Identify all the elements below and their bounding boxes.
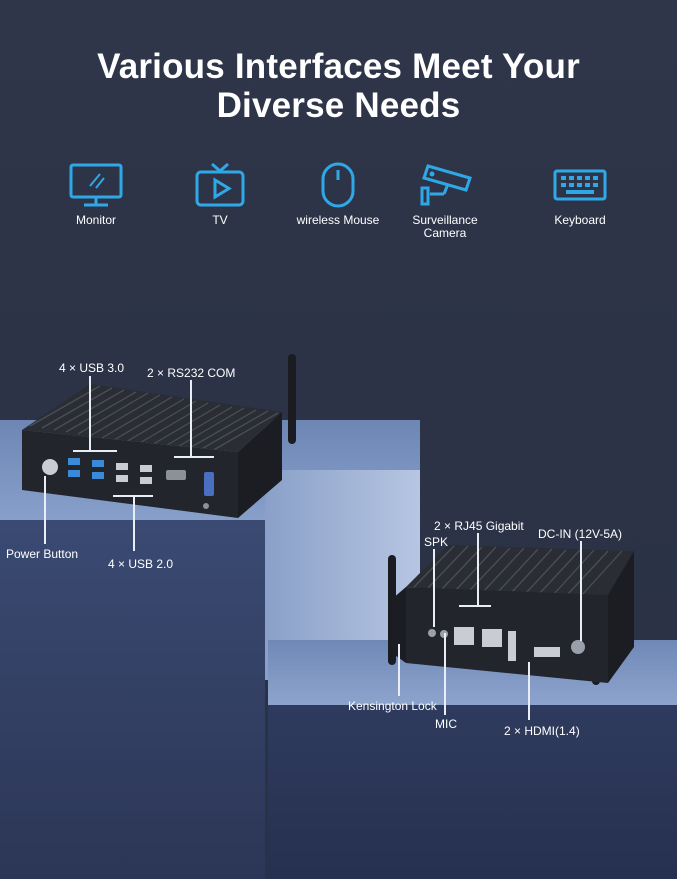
monitor-icon	[69, 163, 123, 207]
mini-pc-front-image	[22, 354, 296, 518]
tv-icon	[195, 162, 245, 207]
label-rj45: 2 × RJ45 Gigabit	[434, 519, 524, 533]
icon-label-camera-line-2: Camera	[423, 226, 467, 240]
callout-line-usb3-v	[89, 376, 91, 450]
icon-item-tv: TV	[180, 162, 260, 247]
callout-line-power	[44, 476, 46, 544]
icon-label-monitor: Monitor	[75, 213, 116, 227]
callout-line-usb3-h	[73, 450, 117, 452]
callout-line-kensington	[398, 644, 400, 696]
icon-item-keyboard: Keyboard	[540, 162, 620, 247]
pedestal-left-front	[0, 520, 265, 879]
keyboard-icon	[553, 169, 607, 201]
label-hdmi: 2 × HDMI(1.4)	[504, 724, 580, 738]
label-usb3: 4 × USB 3.0	[59, 361, 125, 375]
icon-label-tv: TV	[212, 213, 228, 227]
label-spk: SPK	[424, 535, 449, 549]
callout-line-dcin	[580, 541, 582, 641]
label-kensington: Kensington Lock	[348, 699, 437, 713]
callout-line-rs232-v	[190, 380, 192, 456]
callout-line-rs232-h	[174, 456, 214, 458]
callout-line-rj45-h	[459, 605, 491, 607]
title-line-2: Diverse Needs	[216, 86, 461, 125]
label-power-button: Power Button	[6, 547, 79, 561]
callout-line-mic	[444, 633, 446, 715]
callout-line-spk	[433, 549, 435, 627]
callout-line-rj45-v	[477, 533, 479, 605]
mouse-icon	[321, 162, 355, 208]
icon-label-camera-line-1: Surveillance	[412, 213, 478, 227]
callout-line-usb2-h	[113, 495, 153, 497]
callout-line-usb2-v	[133, 495, 135, 551]
camera-icon	[420, 164, 472, 206]
page-title: Various Interfaces Meet Your Diverse Nee…	[0, 47, 677, 125]
mini-pc-rear-image	[388, 545, 634, 685]
icon-item-camera: Surveillance Camera	[405, 162, 485, 247]
callout-line-hdmi-v	[528, 662, 530, 720]
label-dcin: DC-IN (12V-5A)	[538, 527, 623, 541]
icon-label-keyboard: Keyboard	[554, 213, 606, 227]
label-mic: MIC	[435, 717, 457, 731]
icon-item-monitor: Monitor	[56, 162, 136, 247]
icon-label-mouse: wireless Mouse	[296, 213, 380, 227]
label-usb2: 4 × USB 2.0	[108, 557, 174, 571]
icon-item-mouse: wireless Mouse	[296, 162, 380, 247]
label-rs232: 2 × RS232 COM	[147, 366, 236, 380]
pedestal-right-front	[268, 705, 677, 879]
title-line-1: Various Interfaces Meet Your	[97, 47, 580, 86]
icon-label-camera: Surveillance Camera	[405, 214, 485, 240]
